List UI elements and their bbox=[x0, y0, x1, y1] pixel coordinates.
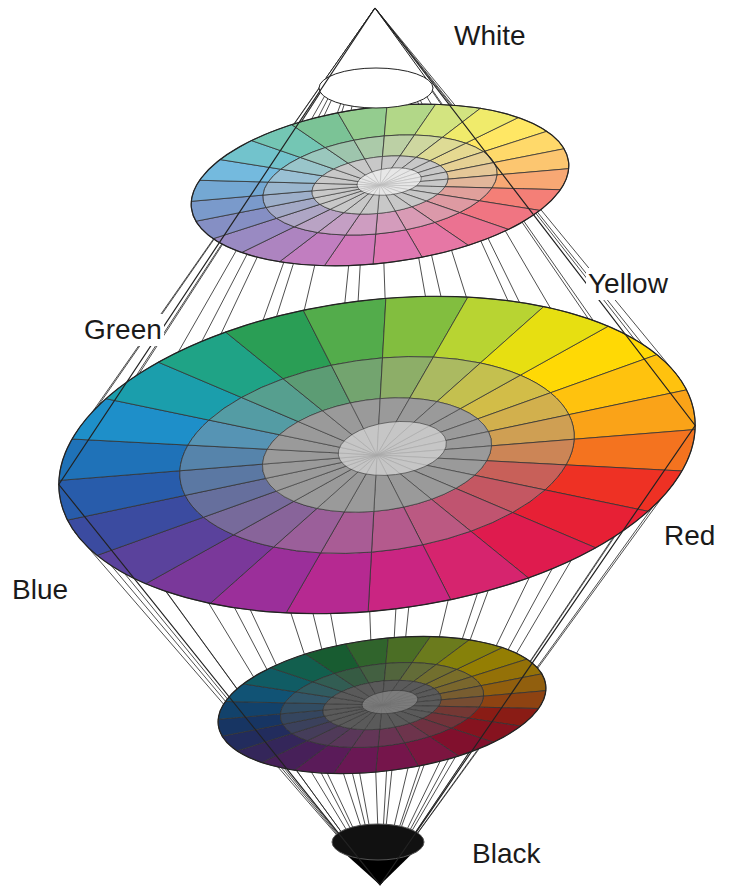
cone-line bbox=[380, 457, 689, 885]
blue-label: Blue bbox=[10, 574, 70, 606]
grey-core bbox=[335, 416, 449, 482]
black-label: Black bbox=[470, 838, 542, 870]
tint-sector bbox=[331, 358, 387, 405]
cone-line bbox=[59, 494, 380, 885]
white-cap bbox=[319, 68, 433, 108]
cone-line bbox=[65, 453, 380, 885]
yellow-label: Yellow bbox=[586, 268, 670, 300]
grey-core bbox=[361, 687, 419, 716]
disc-rim bbox=[182, 84, 578, 285]
grey-core bbox=[355, 164, 422, 198]
dark-disc bbox=[210, 619, 554, 790]
hue-sector bbox=[303, 298, 393, 368]
light-disc bbox=[182, 84, 578, 285]
disc-rim bbox=[210, 619, 554, 790]
tint-sector bbox=[433, 358, 523, 411]
disc-rim bbox=[40, 262, 713, 648]
cone-line bbox=[375, 8, 695, 416]
tint-sector bbox=[414, 135, 467, 163]
red-label: Red bbox=[662, 520, 717, 552]
green-label: Green bbox=[82, 314, 164, 346]
tint-sector bbox=[412, 662, 458, 686]
tint-sector bbox=[367, 505, 423, 552]
full-hue-disc bbox=[40, 262, 713, 648]
white-label: White bbox=[452, 20, 528, 52]
hue-sector bbox=[361, 542, 451, 612]
solid-outline bbox=[59, 8, 695, 885]
